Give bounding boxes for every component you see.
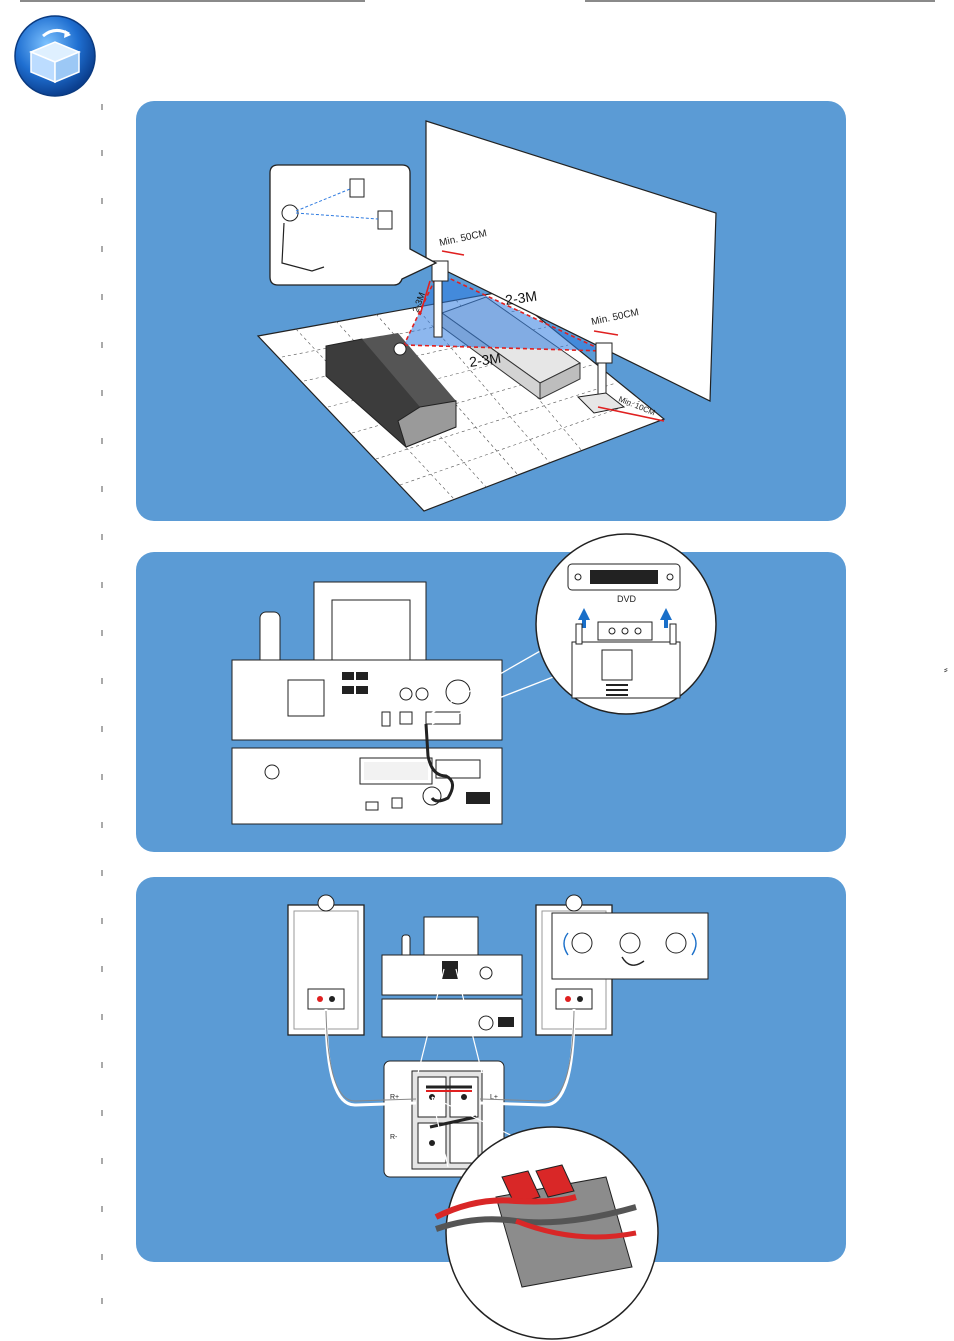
listener-callout [270,165,436,285]
listener-head [394,343,406,355]
setup-box-icon [13,14,97,98]
main-unit-top [232,582,502,740]
placement-illustration: Min. 50CM Min. 50CM Min. 10CM 2-3M 2-3M … [136,101,846,521]
top-rule-left [20,0,365,2]
margin-marks [100,104,108,1304]
speaker-wiring-illustration: R+ R- L+ [136,877,846,1262]
edge-mark: ⸗ [944,664,948,676]
dvd-port-label: DVD [617,594,637,604]
dvd-connection-panel: DVD [136,552,846,852]
dvd-illustration: DVD [136,552,846,852]
main-unit [382,917,522,1037]
terminal-r-minus-label: R- [390,1134,398,1141]
speaker-wiring-panel: R+ R- L+ [136,877,846,1262]
dvd-port-zoom: DVD [536,534,716,714]
top-rule-right [585,0,935,2]
main-unit-bottom [232,748,502,824]
placement-panel: Min. 50CM Min. 50CM Min. 10CM 2-3M 2-3M … [136,101,846,521]
terminal-zoom [552,913,708,979]
